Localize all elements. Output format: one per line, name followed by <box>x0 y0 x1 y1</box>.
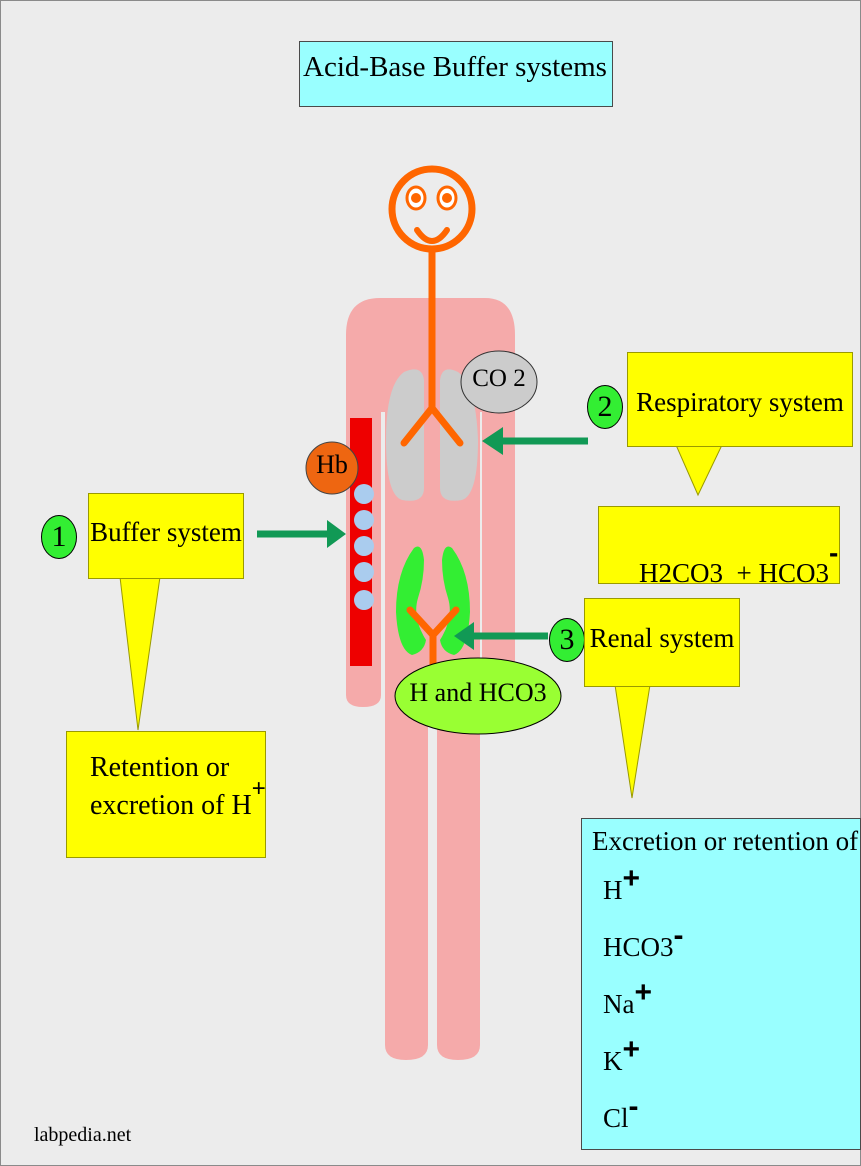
smile <box>417 230 447 241</box>
ion-charge: + <box>623 862 641 895</box>
ion-list-item: Na+ <box>603 984 684 1041</box>
blood-cell <box>354 590 374 610</box>
blood-cell <box>354 562 374 582</box>
page-title: Acid-Base Buffer systems <box>299 51 611 84</box>
ion-list-item: K+ <box>603 1041 684 1098</box>
ion-charge: - <box>629 1090 639 1123</box>
blood-cell <box>354 536 374 556</box>
co2-label: CO 2 <box>461 365 537 393</box>
respiratory-result-charge: - <box>829 537 838 568</box>
respiratory-label: Respiratory system <box>627 387 853 418</box>
respiratory-callout-tail <box>676 445 722 495</box>
ion-name: K <box>603 1046 623 1076</box>
hb-label: Hb <box>306 450 358 480</box>
renal-label: Renal system <box>584 623 740 654</box>
blood-cell <box>354 484 374 504</box>
ion-charge: - <box>674 919 684 952</box>
respiratory-result-text: H2CO3 + HCO3 <box>639 558 829 588</box>
watermark: labpedia.net <box>34 1124 131 1147</box>
respiratory-number-badge: 2 <box>587 385 623 429</box>
buffer-number-badge: 1 <box>41 515 77 559</box>
buffer-label: Buffer system <box>88 517 244 548</box>
ion-name: Na <box>603 989 634 1019</box>
buffer-result-line1: Retention or <box>90 752 229 784</box>
ion-list-item: Cl- <box>603 1098 684 1155</box>
ion-list: H+ HCO3- Na+ K+ Cl- <box>603 870 684 1155</box>
buffer-result-text: excretion of H <box>90 790 252 821</box>
renal-number-badge: 3 <box>549 618 585 662</box>
head-circle <box>392 169 472 249</box>
buffer-callout-tail <box>120 577 160 730</box>
kidney-label: H and HCO3 <box>395 678 561 708</box>
blood-cell <box>354 510 374 530</box>
ion-name: H <box>603 875 623 905</box>
ion-list-item: H+ <box>603 870 684 927</box>
renal-callout-tail <box>615 685 650 798</box>
buffer-arrow-head <box>327 520 346 548</box>
buffer-result-line2: excretion of H+ <box>90 790 266 822</box>
renal-result-title: Excretion or retention of <box>592 826 858 857</box>
ion-name: Cl <box>603 1103 629 1133</box>
ion-name: HCO3 <box>603 932 674 962</box>
ion-charge: + <box>634 976 652 1009</box>
ion-charge: + <box>623 1033 641 1066</box>
buffer-result-charge: + <box>252 775 266 802</box>
